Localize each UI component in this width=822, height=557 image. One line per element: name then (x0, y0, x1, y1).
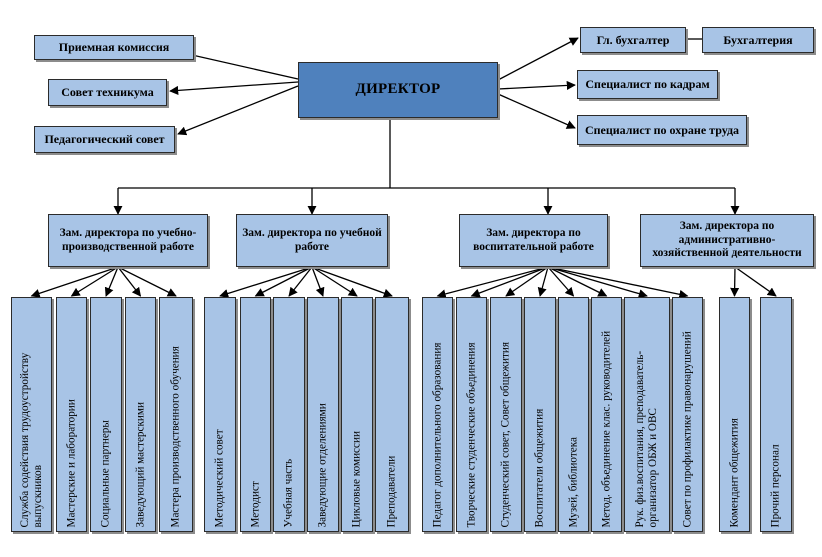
subdivision-box: Методический совет (204, 297, 236, 532)
pedagogical-council-box: Педагогический совет (34, 126, 175, 153)
arrow-to-subdivision (311, 266, 325, 297)
admission-committee-label: Приемная комиссия (58, 40, 170, 55)
arrow-to-subdivision (436, 266, 549, 299)
deputy-title: Зам. директора по административно-хозяйс… (652, 220, 802, 260)
deputy-title: Зам. директора по учебно-производственно… (59, 226, 197, 253)
subdivision-box: Методист (240, 297, 271, 532)
deputy-box-production-training: Зам. директора по учебно-производственно… (48, 214, 208, 267)
arrow-to-subdivision (505, 266, 549, 297)
subdivision-label: Служба содействия трудоустройству выпуск… (18, 352, 44, 527)
subdivision-label: Комендант общежития (728, 417, 741, 527)
subdivision-label: Совет по профилактике правонарушений (681, 330, 694, 527)
subdivision-box: Комендант общежития (719, 297, 750, 532)
deputy-box-administrative: Зам. директора по административно-хозяйс… (640, 214, 814, 267)
subdivision-box: Студенческий совет, Совет общежития (490, 297, 522, 532)
deputy-box-upbringing: Зам. директора по воспитательной работе (459, 214, 608, 267)
subdivision-label: Методический совет (213, 428, 226, 527)
hr-specialist-label: Специалист по кадрам (585, 77, 710, 92)
arrow-to-subdivision (730, 266, 740, 297)
technical-school-council-label: Совет техникума (61, 85, 154, 100)
subdivision-box: Цикловые комиссии (341, 297, 373, 532)
arrow-to-subdivision (30, 266, 119, 298)
subdivision-box: Заведующий мастерскими (125, 297, 156, 532)
arrow-to-subdivision (70, 266, 119, 297)
subdivision-box: Рук. физ.воспитания, преподаватель-орган… (624, 297, 670, 532)
arrow-to-subdivision (311, 266, 358, 297)
deputy-box-academic: Зам. директора по учебной работе (236, 214, 388, 267)
deputy-title: Зам. директора по воспитательной работе (473, 226, 594, 253)
pedagogical-council-label: Педагогический совет (44, 132, 165, 147)
subdivision-label: Преподаватели (385, 455, 398, 527)
arrow-to-subdivision (537, 266, 549, 297)
director-label: ДИРЕКТОР (355, 81, 441, 98)
arrow-to-subdivision (219, 266, 313, 298)
subdivision-label: Мастерские и лаборатории (65, 398, 78, 527)
subdivision-label: Прочий персонал (769, 443, 782, 527)
subdivision-box: Музей, библиотека (558, 297, 589, 532)
arrow-to-subdivision (288, 266, 313, 297)
arrow-to-council (169, 81, 299, 95)
arrow-to-subdivision (311, 266, 393, 298)
subdivision-box: Совет по профилактике правонарушений (672, 297, 703, 532)
arrow-to-subdivision (470, 266, 549, 298)
accounting-box: Бухгалтерия (702, 27, 814, 53)
subdivision-box: Служба содействия трудоустройству выпуск… (11, 297, 52, 532)
technical-school-council-box: Совет техникума (48, 79, 167, 106)
arrow-to-subdivision (734, 266, 777, 297)
subdivision-label: Метод. объединение клас. руководителей (600, 330, 613, 527)
subdivision-label: Рук. физ.воспитания, преподаватель-орган… (634, 350, 659, 527)
subdivision-label: Мастера производственного обучения (169, 345, 182, 527)
subdivision-box: Прочий персонал (760, 297, 792, 532)
arrow-to-subdivision (104, 266, 119, 297)
subdivision-box: Воспитатели общежития (524, 297, 556, 532)
subdivision-box: Учебная часть (273, 297, 305, 532)
director-box: ДИРЕКТОР (298, 62, 498, 118)
subdivision-label: Социальные партнеры (99, 419, 112, 527)
arrow-to-subdivision (547, 266, 689, 299)
arrow-to-chief-accountant (497, 37, 579, 81)
chief-accountant-box: Гл. бухгалтер (580, 27, 686, 53)
subdivision-box: Социальные партнеры (90, 297, 122, 532)
admission-committee-box: Приемная комиссия (34, 35, 194, 60)
subdivision-label: Творческие студенческие объединения (465, 341, 478, 527)
subdivision-label: Музей, библиотека (567, 436, 580, 527)
arrow-to-subdivision (547, 266, 648, 299)
arrow-to-hr (497, 80, 576, 90)
subdivision-label: Цикловые комиссии (350, 430, 363, 527)
subdivision-label: Заведующие отделениями (316, 402, 329, 527)
arrow-to-subdivision (254, 266, 313, 297)
subdivision-box: Метод. объединение клас. руководителей (591, 297, 622, 532)
hr-specialist-box: Специалист по кадрам (577, 70, 718, 99)
subdivision-box: Мастера производственного обучения (159, 297, 193, 532)
subdivision-box: Заведующие отделениями (307, 297, 339, 532)
subdivision-box: Педагог дополнительного образования (422, 297, 453, 532)
subdivision-box: Мастерские и лаборатории (56, 297, 87, 532)
subdivision-label: Студенческий совет, Совет общежития (499, 341, 512, 527)
arrow-to-safety (497, 93, 576, 129)
labor-safety-specialist-box: Специалист по охране труда (577, 115, 747, 145)
arrow-to-subdivision (547, 266, 575, 297)
subdivision-box: Творческие студенческие объединения (456, 297, 487, 532)
subdivision-box: Преподаватели (375, 297, 409, 532)
subdivision-label: Педагог дополнительного образования (431, 342, 444, 527)
arrow-to-ped-council (177, 85, 299, 136)
subdivision-label: Воспитатели общежития (533, 408, 546, 527)
labor-safety-specialist-label: Специалист по охране труда (584, 122, 740, 137)
accounting-label: Бухгалтерия (723, 32, 793, 47)
arrow-to-subdivision (547, 266, 608, 297)
arrow-to-subdivision (117, 266, 142, 297)
deputy-title: Зам. директора по учебной работе (242, 226, 382, 253)
subdivision-label: Методист (249, 480, 262, 527)
arrow-to-subdivision (117, 266, 177, 297)
subdivision-label: Заведующий мастерскими (134, 401, 147, 527)
subdivision-label: Учебная часть (282, 458, 295, 527)
chief-accountant-label: Гл. бухгалтер (596, 32, 670, 47)
